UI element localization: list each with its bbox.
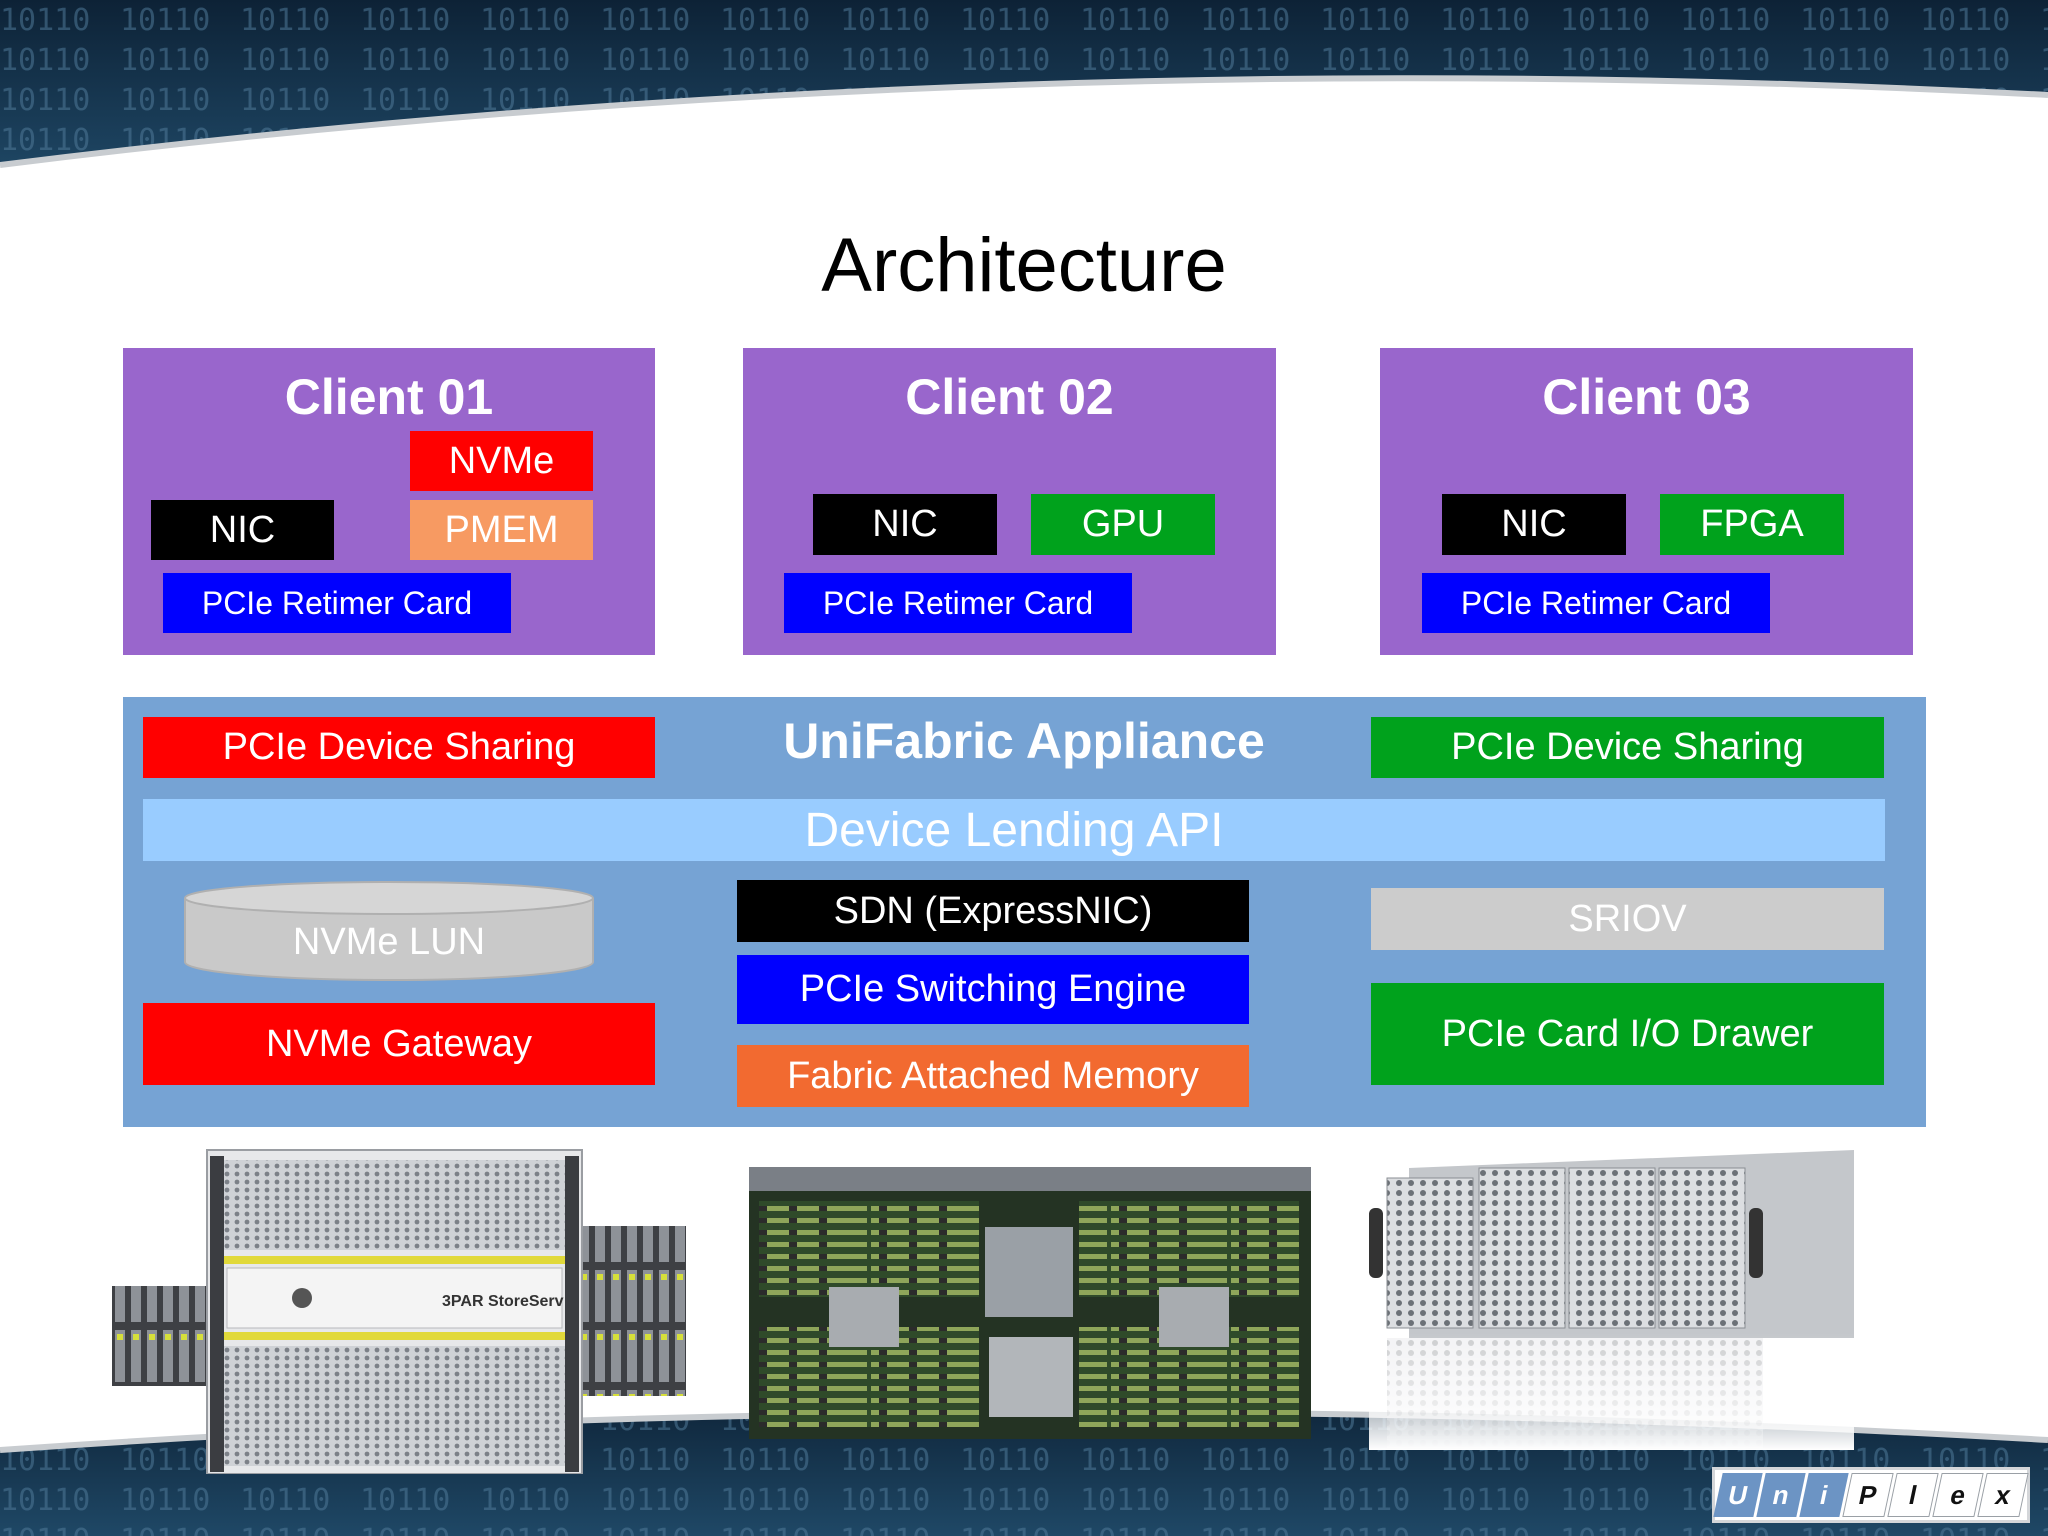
client-03-box: Client 03 NIC FPGA PCIe Retimer Card [1380,348,1913,655]
pcie-switching-engine: PCIe Switching Engine [737,955,1249,1024]
nvme-chip: NVMe [410,431,593,491]
storage-model-label: 3PAR StoreServ [442,1293,564,1310]
client-02-box: Client 02 NIC GPU PCIe Retimer Card [743,348,1276,655]
nic-chip: NIC [813,494,997,555]
logo-letter: x [1977,1473,2029,1517]
fpga-chip: FPGA [1660,494,1844,555]
pcie-device-sharing-left: PCIe Device Sharing [143,717,655,778]
logo-letter: P [1842,1473,1894,1517]
client-01-box: Client 01 NVMe NIC PMEM PCIe Retimer Car… [123,348,655,655]
logo-letter: U [1713,1473,1763,1517]
client-title: Client 01 [284,369,494,425]
storage-array-photo: 3PAR StoreServ [112,1149,686,1474]
pcie-device-sharing-right: PCIe Device Sharing [1371,717,1884,778]
uniplex-logo: U n i P l e x [1712,1467,2030,1523]
pcie-card-io-drawer: PCIe Card I/O Drawer [1371,983,1884,1085]
sdn-expressnic: SDN (ExpressNIC) [737,880,1249,942]
fabric-attached-memory: Fabric Attached Memory [737,1045,1249,1107]
nic-chip: NIC [1442,494,1626,555]
pmem-chip: PMEM [410,500,593,560]
client-title: Client 03 [1542,369,1751,425]
device-lending-api-bar: Device Lending API [143,799,1885,861]
pcie-retimer-card: PCIe Retimer Card [163,573,511,633]
sriov-block: SRIOV [1371,888,1884,950]
nvme-lun-label: NVMe LUN [292,920,486,963]
memory-board-photo [749,1167,1311,1439]
nvme-gateway: NVMe Gateway [143,1003,655,1085]
gpu-chip: GPU [1031,494,1215,555]
nvme-lun-cylinder-icon [184,881,594,981]
io-drawer-chassis-photo [1369,1150,1854,1450]
logo-letter: e [1932,1473,1984,1517]
nic-chip: NIC [151,500,334,560]
client-title: Client 02 [905,369,1114,425]
logo-letter: i [1799,1473,1849,1517]
logo-letter: n [1756,1473,1806,1517]
pcie-retimer-card: PCIe Retimer Card [1422,573,1770,633]
logo-letter: l [1887,1473,1939,1517]
slide-title: Architecture [821,222,1227,308]
appliance-title: UniFabric Appliance [783,713,1265,769]
pcie-retimer-card: PCIe Retimer Card [784,573,1132,633]
